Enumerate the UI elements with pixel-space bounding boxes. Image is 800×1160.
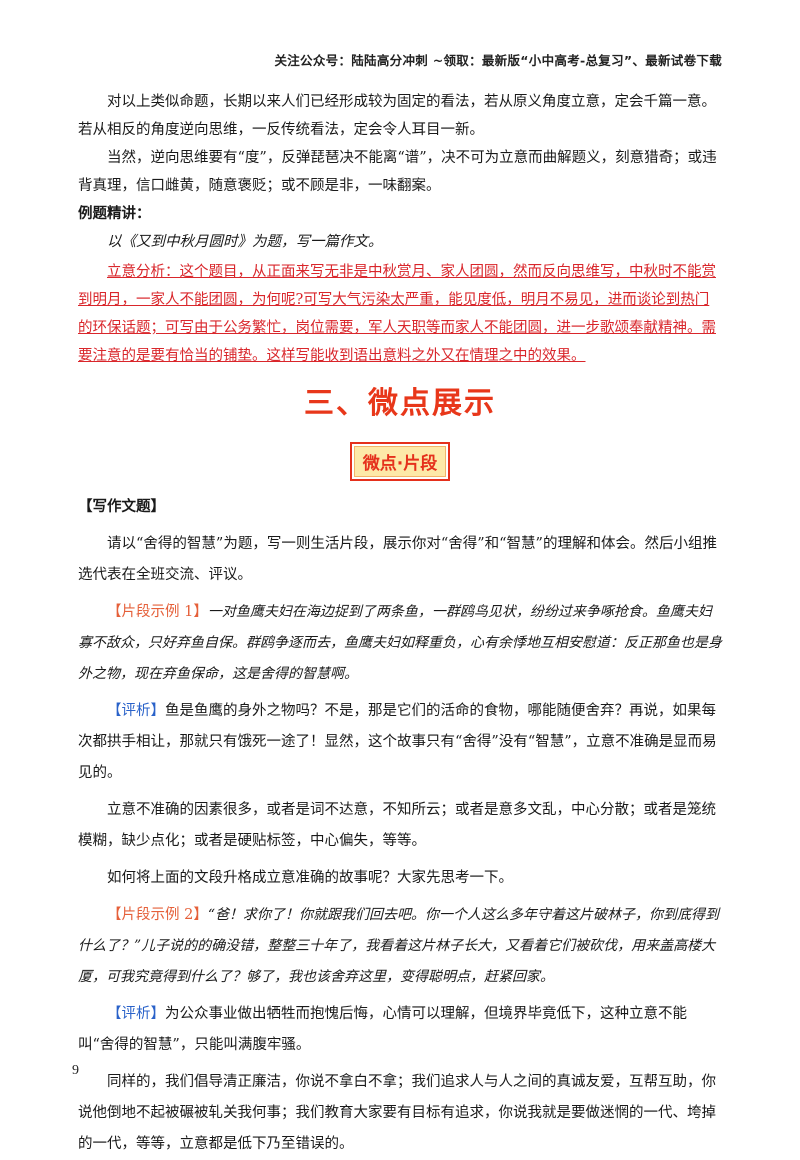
example-label: 例题精讲： <box>78 206 151 222</box>
example-1-tag: 【片段示例 1】 <box>107 604 208 620</box>
badge-label: 微点·片段 <box>353 446 447 477</box>
example-1-text: 一对鱼鹰夫妇在海边捉到了两条鱼，一群鸥鸟见状，纷纷过来争啄抢食。鱼鹰夫妇寡不敌众… <box>78 604 722 682</box>
example-2-text: “爸！求你了！你就跟我们回去吧。你一个人这么多年守着这片破林子，你到底得到什么了… <box>78 907 719 985</box>
paragraph: 立意不准确的因素很多，或者是词不达意，不知所云；或者是意多文乱，中心分散；或者是… <box>78 802 716 849</box>
comment-1-text: 鱼是鱼鹰的身外之物吗？不是，那是它们的活命的食物，哪能随便舍弃？再说，如果每次都… <box>78 703 717 781</box>
writing-prompt: 请以“舍得的智慧”为题，写一则生活片段，展示你对“舍得”和“智慧”的理解和体会。… <box>78 536 717 583</box>
section-reverse-thinking: 对以上类似命题，长期以来人们已经形成较为固定的看法，若从原义角度立意，定会千篇一… <box>78 88 722 370</box>
badge-container: 微点·片段 <box>78 442 722 481</box>
comment-1: 【评析】鱼是鱼鹰的身外之物吗？不是，那是它们的活命的食物，哪能随便舍弃？再说，如… <box>78 696 722 789</box>
example-2-tag: 【片段示例 2】 <box>107 907 208 923</box>
comment-2-tag: 【评析】 <box>107 1006 165 1022</box>
page-content: 对以上类似命题，长期以来人们已经形成较为固定的看法，若从原义角度立意，定会千篇一… <box>78 88 722 1160</box>
section-title: 三、微点展示 <box>304 386 496 421</box>
example-topic: 以《又到中秋月圆时》为题，写一篇作文。 <box>107 234 383 250</box>
comment-2: 【评析】为公众事业做出牺牲而抱愧后悔，心情可以理解，但境界毕竟低下，这种立意不能… <box>78 999 722 1061</box>
paragraph: 同样的，我们倡导清正廉洁，你说不拿白不拿；我们追求人与人之间的真诚友爱，互帮互助… <box>78 1074 716 1152</box>
writing-prompt-heading: 【写作文题】 <box>78 499 165 515</box>
badge-frame: 微点·片段 <box>349 442 451 481</box>
paragraph: 当然，逆向思维要有“度”，反弹琵琶决不能离“谱”，决不可为立意而曲解题义，刻意猎… <box>78 150 717 194</box>
comment-2-text: 为公众事业做出牺牲而抱愧后悔，心情可以理解，但境界毕竟低下，这种立意不能叫“舍得… <box>78 1006 687 1053</box>
paragraph: 如何将上面的文段升格成立意准确的故事呢？大家先思考一下。 <box>107 870 513 886</box>
example-1: 【片段示例 1】一对鱼鹰夫妇在海边捉到了两条鱼，一群鸥鸟见状，纷纷过来争啄抢食。… <box>78 597 722 690</box>
analysis-paragraph: 立意分析：这个题目，从正面来写无非是中秋赏月、家人团圆，然而反向思维写，中秋时不… <box>78 264 716 364</box>
page-header: 关注公众号：陆陆高分冲刺 ~领取：最新版“小中高考-总复习”、最新试卷下载 <box>274 53 722 68</box>
paragraph: 对以上类似命题，长期以来人们已经形成较为固定的看法，若从原义角度立意，定会千篇一… <box>78 94 716 138</box>
section-micro-points: 【写作文题】 请以“舍得的智慧”为题，写一则生活片段，展示你对“舍得”和“智慧”… <box>78 492 722 1160</box>
example-2: 【片段示例 2】“爸！求你了！你就跟我们回去吧。你一个人这么多年守着这片破林子，… <box>78 900 722 993</box>
page-number: 9 <box>72 1063 79 1078</box>
comment-1-tag: 【评析】 <box>107 703 165 719</box>
